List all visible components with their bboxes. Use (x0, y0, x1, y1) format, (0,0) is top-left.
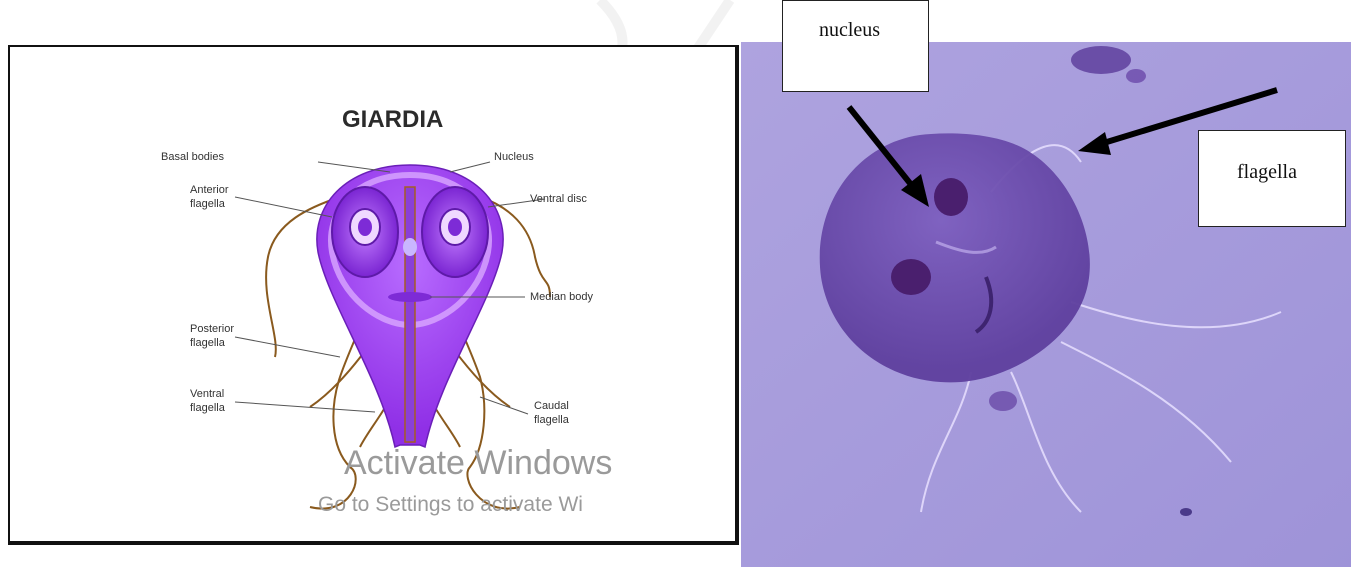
callout-nucleus-text: nucleus (819, 19, 880, 41)
callout-flagella: flagella (1198, 130, 1346, 227)
diagram-title: GIARDIA (342, 106, 443, 133)
giardia-diagram-panel: GIARDIA (8, 45, 739, 545)
label-nucleus: Nucleus (494, 151, 534, 163)
giardia-micrograph (741, 42, 1366, 567)
label-caudal-flagella-1: Caudal (534, 400, 569, 412)
watermark-activate-windows: Activate Windows (344, 444, 612, 482)
label-posterior-flagella-2: flagella (190, 337, 226, 349)
label-ventral-disc: Ventral disc (530, 193, 587, 205)
micrograph-nucleus-1 (934, 178, 968, 216)
label-anterior-flagella-2: flagella (190, 198, 226, 210)
label-caudal-flagella-2: flagella (534, 414, 570, 426)
label-ventral-flagella-1: Ventral (190, 388, 224, 400)
callout-flagella-text: flagella (1237, 161, 1297, 183)
label-anterior-flagella-1: Anterior (190, 184, 229, 196)
label-median-body: Median body (530, 291, 593, 303)
basal-body-marker (403, 238, 417, 256)
giardia-diagram: GIARDIA (10, 47, 735, 541)
label-posterior-flagella-1: Posterior (190, 323, 234, 335)
label-ventral-flagella-2: flagella (190, 402, 226, 414)
median-body (388, 292, 432, 302)
axostyle (405, 187, 415, 442)
watermark-go-to-settings: Go to Settings to activate Wi (318, 493, 583, 516)
callout-nucleus: nucleus (782, 0, 929, 92)
micrograph-nucleus-2 (891, 259, 931, 295)
label-basal-bodies: Basal bodies (161, 151, 224, 163)
